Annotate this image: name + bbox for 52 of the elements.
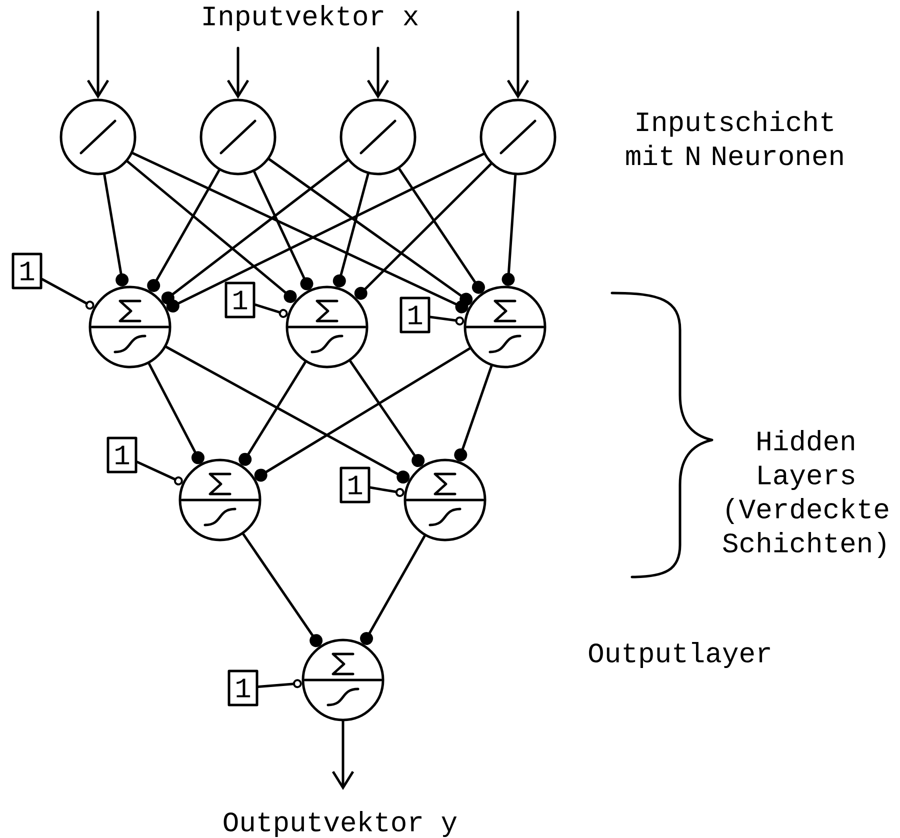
connection-line <box>360 534 426 645</box>
connection-line <box>502 174 517 286</box>
input-neuron <box>60 98 136 176</box>
connection-line <box>429 316 464 326</box>
text-label: Inputvektor x <box>204 4 418 32</box>
connection-line <box>148 362 204 464</box>
connection-line <box>161 159 349 304</box>
connection-line <box>268 158 473 306</box>
neuron-circle <box>404 458 486 542</box>
text-label: Hidden Layers (Verdeckte Schichten) <box>723 430 888 558</box>
connection-line <box>136 460 183 486</box>
connection-line <box>349 360 425 468</box>
arrow <box>366 46 390 99</box>
connection-line <box>131 152 468 314</box>
connection-line <box>254 347 471 482</box>
bias-box: 1 <box>106 436 138 474</box>
connection-line <box>166 152 485 312</box>
bias-box: 1 <box>400 296 430 334</box>
neuron-circle <box>464 286 546 368</box>
connection-line <box>332 172 370 288</box>
arrow <box>506 10 530 99</box>
connection-line <box>41 278 94 310</box>
connection-line <box>147 169 220 292</box>
neuron-circle <box>88 286 172 368</box>
connection-line <box>354 162 492 300</box>
input-neuron <box>200 98 276 176</box>
bias-box: 1 <box>228 670 258 706</box>
text-label: Outputlayer <box>588 642 770 668</box>
text-label: Outputvektor y <box>224 810 457 838</box>
input-neuron <box>340 98 416 176</box>
connection-line <box>398 168 485 294</box>
input-neuron <box>480 98 556 176</box>
bias-box: 1 <box>12 252 42 290</box>
arrow <box>332 720 354 790</box>
connection-line <box>103 173 129 286</box>
connection-line <box>254 303 288 318</box>
bias-box: 1 <box>340 466 370 504</box>
connection-line <box>454 364 493 462</box>
connection-line <box>238 360 307 466</box>
arrow <box>226 46 250 99</box>
neuron-circle <box>286 286 368 368</box>
connection-line <box>242 532 323 648</box>
neuron-circle <box>302 638 384 722</box>
arrow <box>86 10 110 99</box>
connection-line <box>252 170 314 290</box>
text-label: Inputschicht mit N Neuronen <box>626 110 843 166</box>
bias-box: 1 <box>224 282 256 318</box>
connection-line <box>369 486 404 497</box>
neuron-circle <box>178 458 262 542</box>
connection-line <box>257 679 302 688</box>
connection-line <box>126 160 297 303</box>
connection-line <box>164 346 410 484</box>
